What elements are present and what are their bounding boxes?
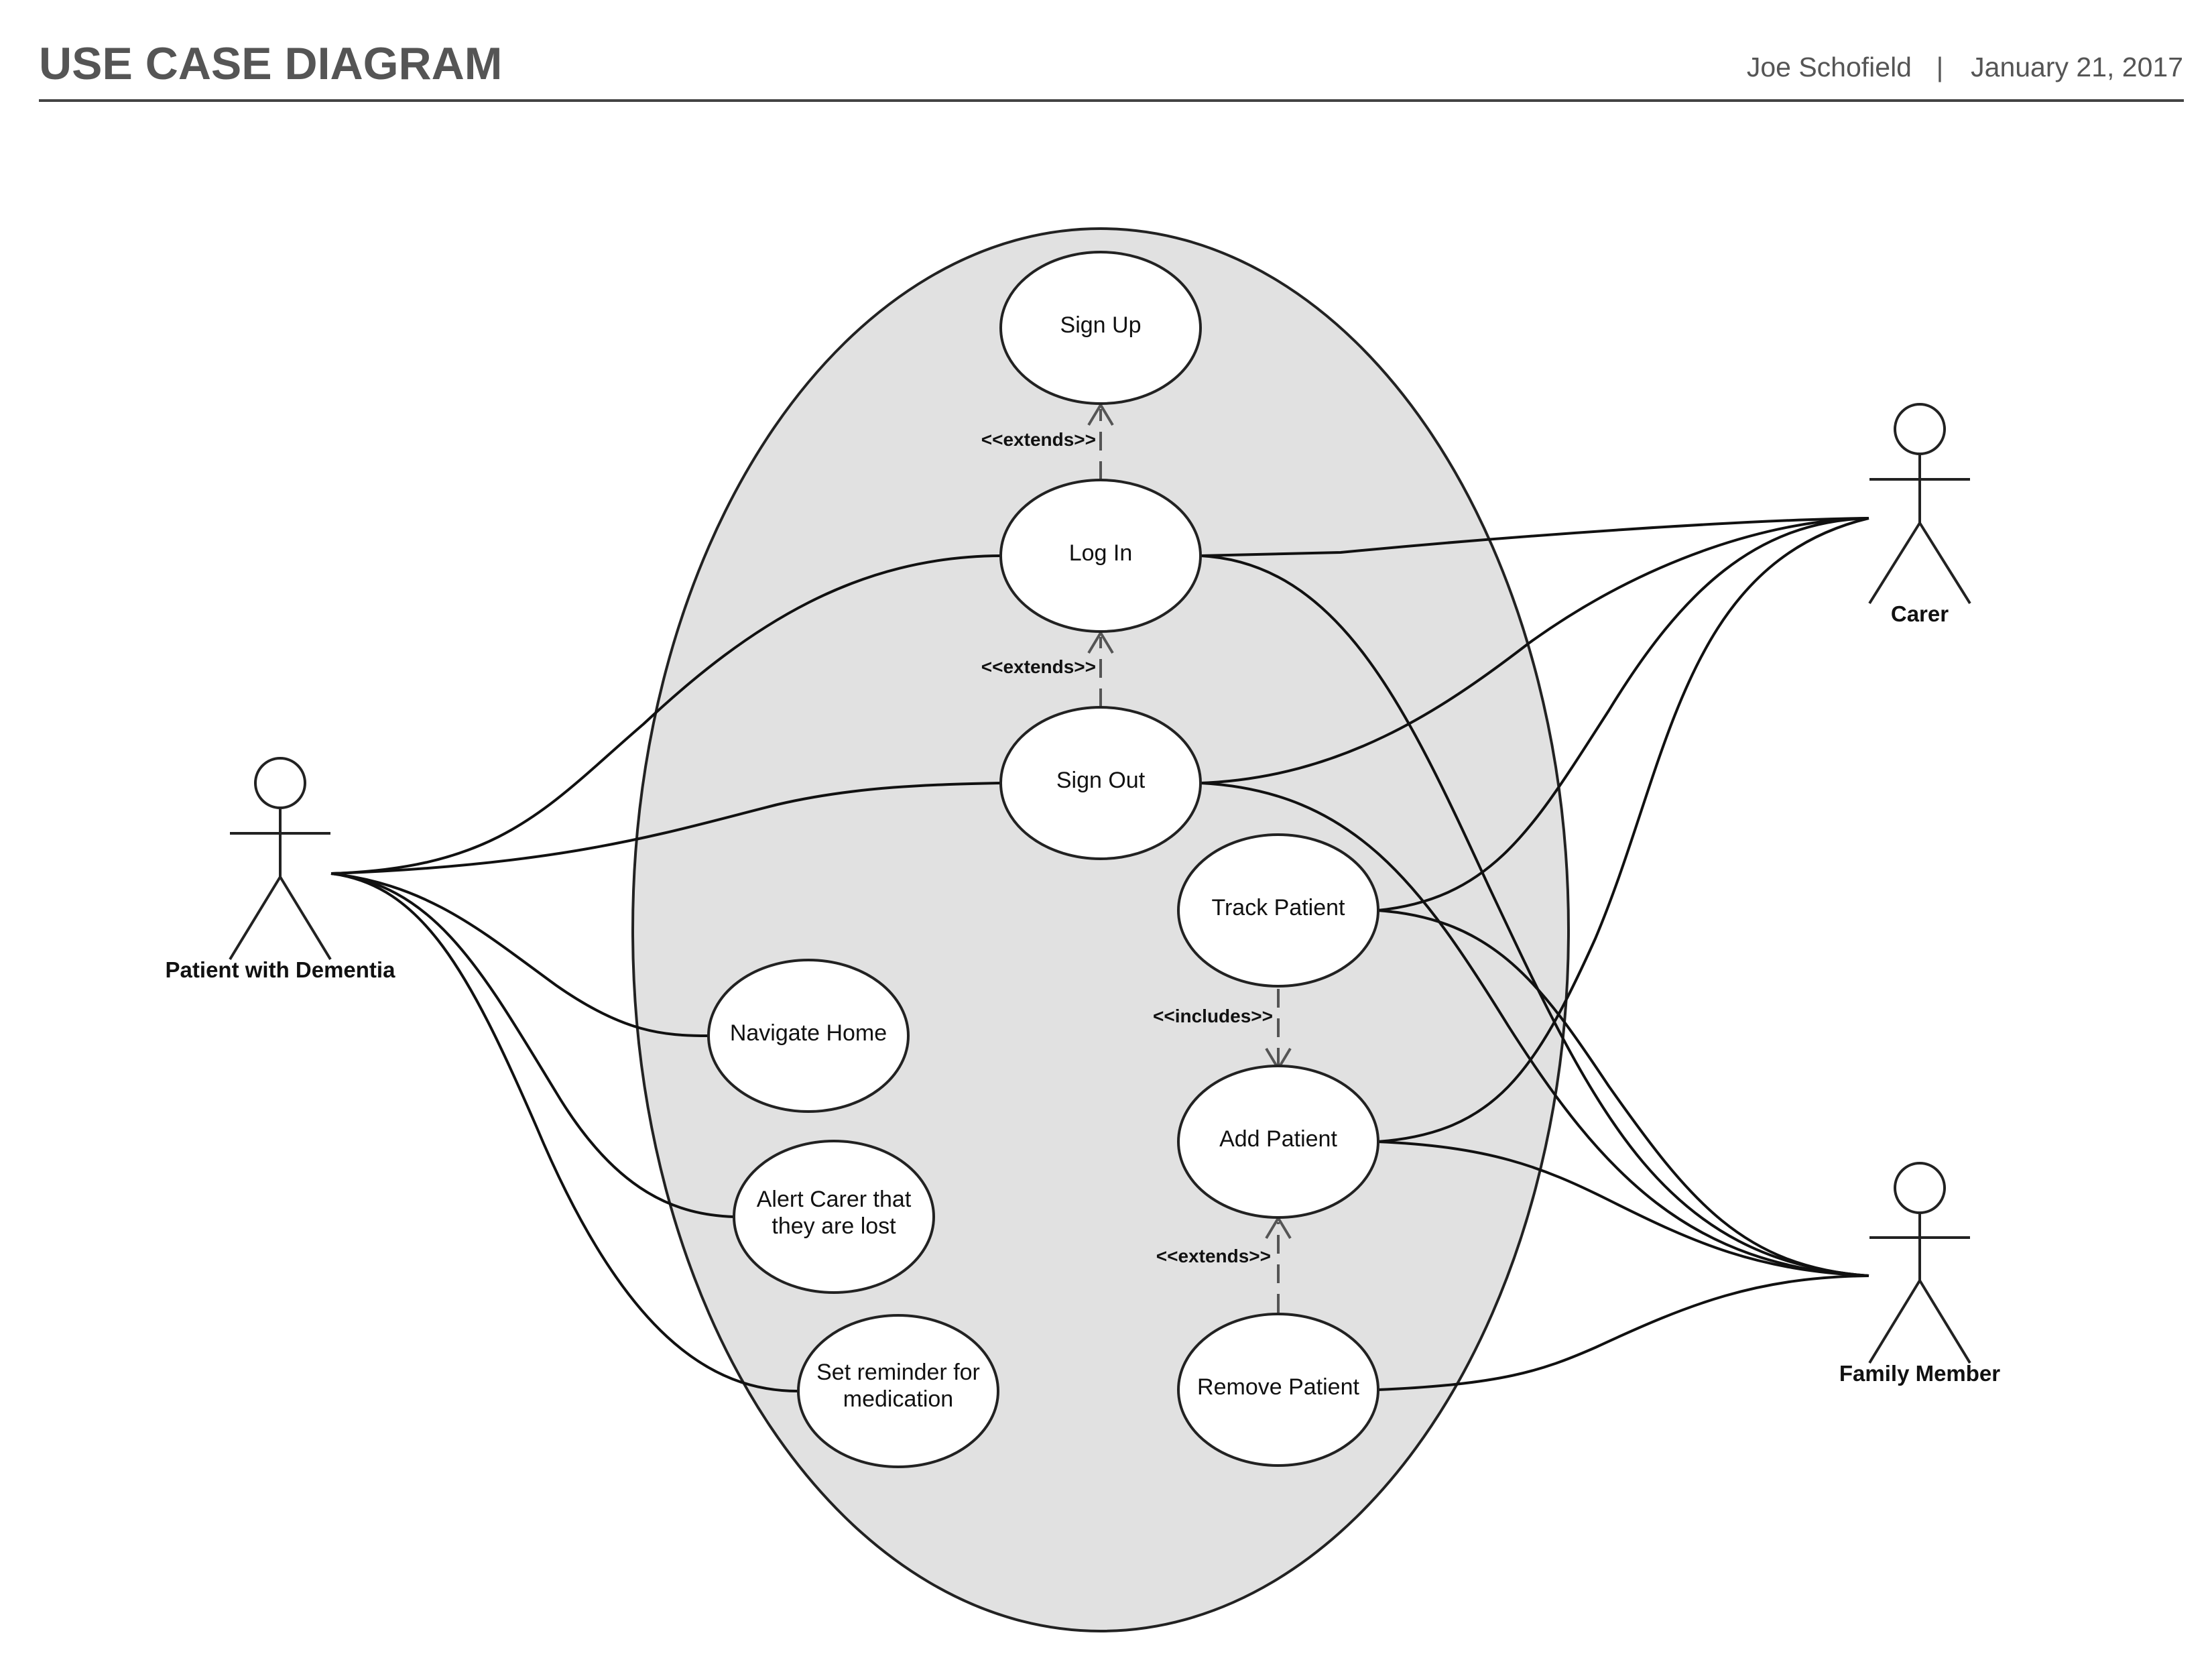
assoc-remove-family[interactable] <box>1377 1274 1869 1391</box>
use-case-alert-carer[interactable]: Alert Carer that they are lost <box>733 1140 935 1294</box>
assoc-patient-signout[interactable] <box>330 782 1001 875</box>
use-case-label-line-1: Alert Carer that <box>757 1187 912 1212</box>
use-case-label: Remove Patient <box>1197 1374 1359 1400</box>
assoc-track-family[interactable] <box>1377 909 1869 1277</box>
use-case-add-patient[interactable]: Add Patient <box>1177 1065 1379 1219</box>
assoc-signout-carer[interactable] <box>1200 517 1869 784</box>
author-name: Joe Schofield <box>1747 52 1912 82</box>
actor-label: Family Member <box>1839 1361 2000 1386</box>
use-case-label: Add Patient <box>1219 1126 1337 1152</box>
use-case-label: Sign Out <box>1056 768 1146 793</box>
assoc-patient-login[interactable] <box>330 554 1001 875</box>
use-case-label-line-2: they are lost <box>772 1213 896 1239</box>
assoc-login-carer[interactable] <box>1200 517 1869 557</box>
assoc-track-carer[interactable] <box>1377 517 1869 912</box>
extends-label-remove-add: <<extends>> <box>1156 1246 1271 1266</box>
header-separator: | <box>1937 52 1944 82</box>
page-title: USE CASE DIAGRAM <box>39 38 502 89</box>
stick-figure-icon <box>1868 1162 1971 1364</box>
use-case-set-reminder[interactable]: Set reminder for medication <box>797 1314 999 1468</box>
actor-label: Carer <box>1891 601 1949 626</box>
stick-figure-icon <box>1868 403 1971 605</box>
assoc-add-family[interactable] <box>1377 1140 1869 1277</box>
actor-patient-with-dementia[interactable]: Patient with Dementia <box>166 757 396 982</box>
assoc-add-carer[interactable] <box>1377 517 1869 1143</box>
use-case-label: Sign Up <box>1060 312 1142 338</box>
assoc-signout-family[interactable] <box>1200 782 1869 1277</box>
use-case-label-line-2: medication <box>843 1386 953 1412</box>
use-case-sign-out[interactable]: Sign Out <box>999 706 1202 860</box>
actor-family-member[interactable]: Family Member <box>1839 1162 2000 1386</box>
extends-label-login-signup: <<extends>> <box>981 429 1096 450</box>
use-case-label: Track Patient <box>1211 895 1345 920</box>
use-case-label: Log In <box>1069 540 1133 566</box>
includes-label-track-add: <<includes>> <box>1153 1006 1273 1026</box>
associations <box>330 517 1869 1392</box>
document-date: January 21, 2017 <box>1971 52 2183 82</box>
use-case-navigate-home[interactable]: Navigate Home <box>707 959 910 1113</box>
assoc-patient-alert-carer[interactable] <box>330 872 735 1218</box>
use-case-label-line-1: Set reminder for <box>816 1360 980 1385</box>
assoc-patient-set-reminder[interactable] <box>330 872 798 1392</box>
use-case-label: Navigate Home <box>730 1020 887 1046</box>
actor-carer[interactable]: Carer <box>1868 403 1971 626</box>
assoc-patient-navigate-home[interactable] <box>330 872 709 1037</box>
stick-figure-icon <box>229 757 332 961</box>
extends-label-signout-login: <<extends>> <box>981 656 1096 677</box>
use-case-sign-up[interactable]: Sign Up <box>999 251 1202 405</box>
use-case-remove-patient[interactable]: Remove Patient <box>1177 1313 1379 1467</box>
use-case-track-patient[interactable]: Track Patient <box>1177 833 1379 988</box>
use-case-log-in[interactable]: Log In <box>999 479 1202 633</box>
dependencies: <<extends>> <<extends>> <<includes>> <<e… <box>981 402 1292 1313</box>
actor-label: Patient with Dementia <box>166 957 396 982</box>
assoc-login-family[interactable] <box>1200 554 1869 1277</box>
